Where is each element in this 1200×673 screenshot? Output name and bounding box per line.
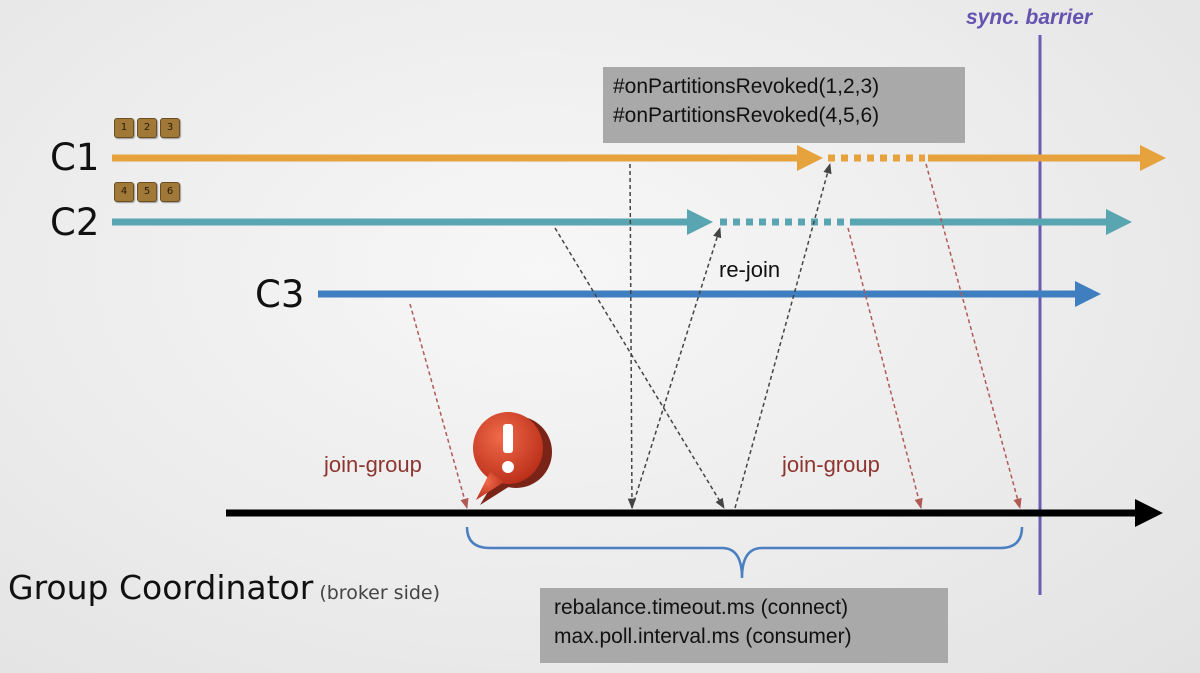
consumer-label-c2: C2 bbox=[50, 201, 100, 244]
c3-timeline bbox=[318, 281, 1101, 307]
response-arrows bbox=[554, 162, 832, 510]
timeout-brace bbox=[465, 526, 1024, 579]
c2-timeline bbox=[112, 209, 1132, 235]
group-coordinator-title: Group Coordinator bbox=[8, 568, 314, 607]
coordinator-timeline bbox=[226, 499, 1163, 527]
revoked-line-2: #onPartitionsRevoked(4,5,6) bbox=[613, 104, 880, 127]
timeout-line-2: max.poll.interval.ms (consumer) bbox=[554, 625, 852, 648]
partitions-revoked-callout: #onPartitionsRevoked(1,2,3) #onPartition… bbox=[603, 67, 965, 143]
partition-box-1: 1 bbox=[114, 118, 134, 138]
timeout-line-1: rebalance.timeout.ms (connect) bbox=[554, 596, 849, 619]
c1-timeline bbox=[112, 145, 1166, 171]
sync-barrier-label: sync. barrier bbox=[966, 6, 1093, 29]
partition-box-6: 6 bbox=[160, 182, 180, 202]
group-coordinator-label: Group Coordinator(broker side) bbox=[8, 568, 440, 607]
rejoin-label: re-join bbox=[719, 257, 781, 282]
partition-box-4: 4 bbox=[114, 182, 134, 202]
exclamation-speech-bubble-icon bbox=[473, 412, 552, 505]
partition-box-5: 5 bbox=[137, 182, 157, 202]
consumer-label-c3: C3 bbox=[255, 273, 305, 316]
group-coordinator-sublabel: (broker side) bbox=[319, 582, 441, 604]
partition-box-3: 3 bbox=[160, 118, 180, 138]
revoked-line-1: #onPartitionsRevoked(1,2,3) bbox=[613, 75, 880, 98]
consumer-label-c1: C1 bbox=[50, 136, 100, 179]
join-group-label-right: join-group bbox=[782, 452, 880, 477]
partition-box-2: 2 bbox=[137, 118, 157, 138]
timeout-settings-callout: rebalance.timeout.ms (connect) max.poll.… bbox=[540, 588, 948, 663]
join-group-label-left: join-group bbox=[324, 452, 422, 477]
join-group-arrows bbox=[409, 163, 1022, 510]
